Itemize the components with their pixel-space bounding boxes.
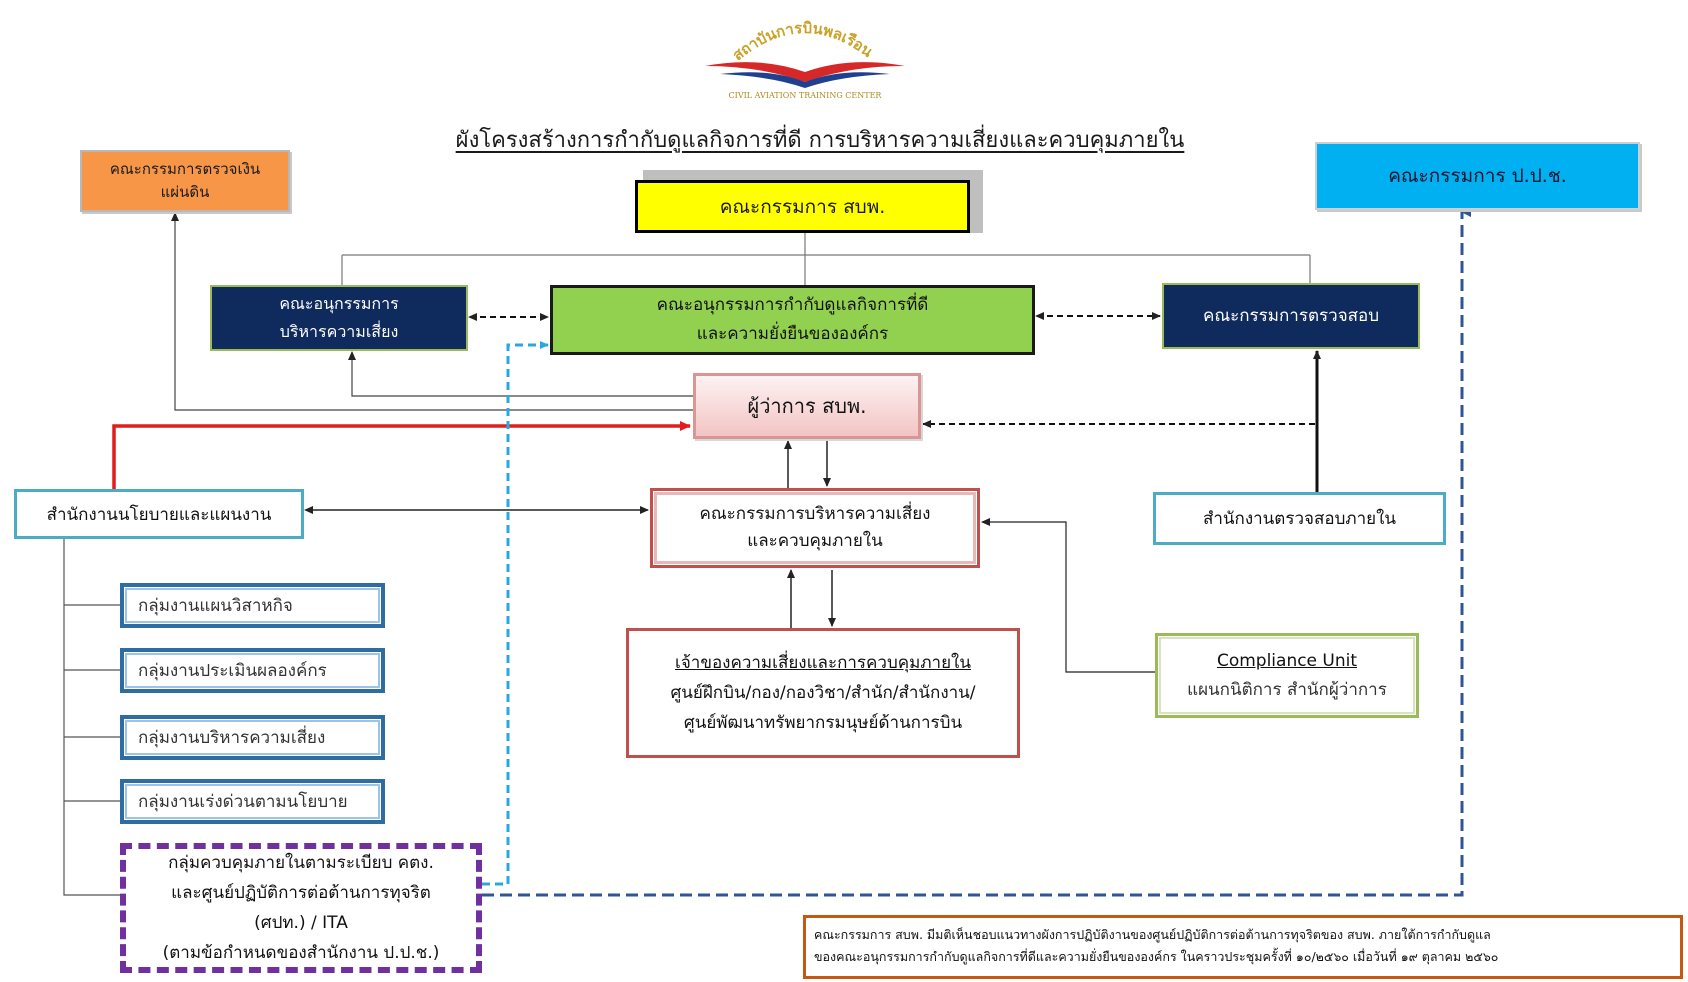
- box-label-line: คณะกรรมการบริหารความเสี่ยง: [699, 504, 931, 524]
- edge-governor-state-audit: [171, 212, 693, 411]
- box-label-line: คณะกรรมการตรวจเงิน: [109, 160, 261, 178]
- state-audit-commission-box: คณะกรรมการตรวจเงินแผ่นดิน: [80, 150, 290, 212]
- logo-emblem: สถาบันการบินพลเรือน CIVIL AVIATION TRAIN…: [705, 19, 905, 100]
- risk-control-committee-box: คณะกรรมการบริหารความเสี่ยงและควบคุมภายใน: [650, 488, 980, 568]
- governance-subcommittee-box: คณะอนุกรรมการกำกับดูแลกิจการที่ดีและความ…: [550, 285, 1035, 355]
- box-label-line: (ศปท.) / ITA: [254, 913, 348, 933]
- edge-control-governance: [482, 341, 549, 886]
- internal-control-anticorruption-box: กลุ่มควบคุมภายในตามระเบียบ คตง. และศูนย์…: [120, 843, 482, 973]
- box-label-line: คณะอนุกรรมการ: [279, 294, 399, 313]
- group-org-evaluation: กลุ่มงานประเมินผลองค์กร: [120, 648, 385, 693]
- risk-owner-box: เจ้าของความเสี่ยงและการควบคุมภายใน ศูนย์…: [626, 628, 1020, 758]
- box-label-line: และความยั่งยืนขององค์กร: [696, 324, 889, 344]
- edge-policy-governor: [112, 421, 691, 489]
- edge-governor-risk-sub: [348, 351, 693, 397]
- risk-subcommittee-box: คณะอนุกรรมการบริหารความเสี่ยง: [210, 285, 468, 351]
- resolution-note: คณะกรรมการ สบพ. มีมติเห็นชอบแนวทางผังการ…: [803, 915, 1683, 979]
- box-label-line: แผ่นดิน: [160, 183, 210, 201]
- edge-compliance-rcc: [981, 518, 1155, 673]
- internal-audit-office-box: สำนักงานตรวจสอบภายใน: [1153, 492, 1446, 545]
- svg-text:CIVIL AVIATION TRAINING CENTER: CIVIL AVIATION TRAINING CENTER: [729, 91, 883, 100]
- box-label-line: บริหารความเสี่ยง: [279, 322, 399, 341]
- edge-board-committees: [341, 233, 1311, 285]
- box-label-line: กลุ่มควบคุมภายในตามระเบียบ คตง.: [168, 853, 434, 873]
- box-label-line: (ตามข้อกำหนดของสำนักงาน ป.ป.ช.): [162, 943, 440, 963]
- audit-committee-box: คณะกรรมการตรวจสอบ: [1162, 283, 1420, 349]
- group-urgent-policy: กลุ่มงานเร่งด่วนตามนโยบาย: [120, 779, 385, 824]
- box-label-line: และควบคุมภายใน: [747, 531, 883, 551]
- risk-owner-line: ศูนย์ฝึกบิน/กอง/กองวิชา/สำนัก/สำนักงาน/: [670, 683, 976, 703]
- group-enterprise-plan: กลุ่มงานแผนวิสาหกิจ: [120, 583, 385, 628]
- risk-owner-line: ศูนย์พัฒนาทรัพยากรมนุษย์ด้านการบิน: [683, 713, 963, 733]
- policy-office-box: สำนักงานนโยบายและแผนงาน: [14, 489, 304, 539]
- compliance-unit-box: Compliance Unit แผนกนิติการ สำนักผู้ว่าก…: [1155, 633, 1419, 718]
- group-risk-management: กลุ่มงานบริหารความเสี่ยง: [120, 715, 385, 760]
- note-line: คณะกรรมการ สบพ. มีมติเห็นชอบแนวทางผังการ…: [814, 927, 1491, 942]
- governor-box: ผู้ว่าการ สบพ.: [693, 373, 921, 439]
- board-box: คณะกรรมการ สบพ.: [635, 180, 970, 233]
- box-label-line: คณะอนุกรรมการกำกับดูแลกิจการที่ดี: [656, 295, 929, 315]
- nacc-box: คณะกรรมการ ป.ป.ช.: [1315, 142, 1640, 210]
- svg-text:สถาบันการบินพลเรือน: สถาบันการบินพลเรือน: [729, 19, 877, 64]
- compliance-unit-heading: Compliance Unit: [1216, 650, 1358, 671]
- edge-policy-groups: [63, 539, 120, 896]
- risk-owner-heading: เจ้าของความเสี่ยงและการควบคุมภายใน: [675, 653, 971, 673]
- edge-control-nacc: [482, 207, 1471, 897]
- diagram-title: ผังโครงสร้างการกำกับดูแลกิจการที่ดี การบ…: [455, 127, 1185, 153]
- organization-logo: สถาบันการบินพลเรือน CIVIL AVIATION TRAIN…: [700, 8, 910, 100]
- edge-internal-audit-governor: [922, 420, 1318, 492]
- note-line: ของคณะอนุกรรมการกำกับดูแลกิจการที่ดีและค…: [814, 949, 1499, 964]
- compliance-unit-line: แผนกนิติการ สำนักผู้ว่าการ: [1187, 679, 1387, 700]
- box-label-line: และศูนย์ปฏิบัติการต่อต้านการทุจริต: [171, 883, 431, 903]
